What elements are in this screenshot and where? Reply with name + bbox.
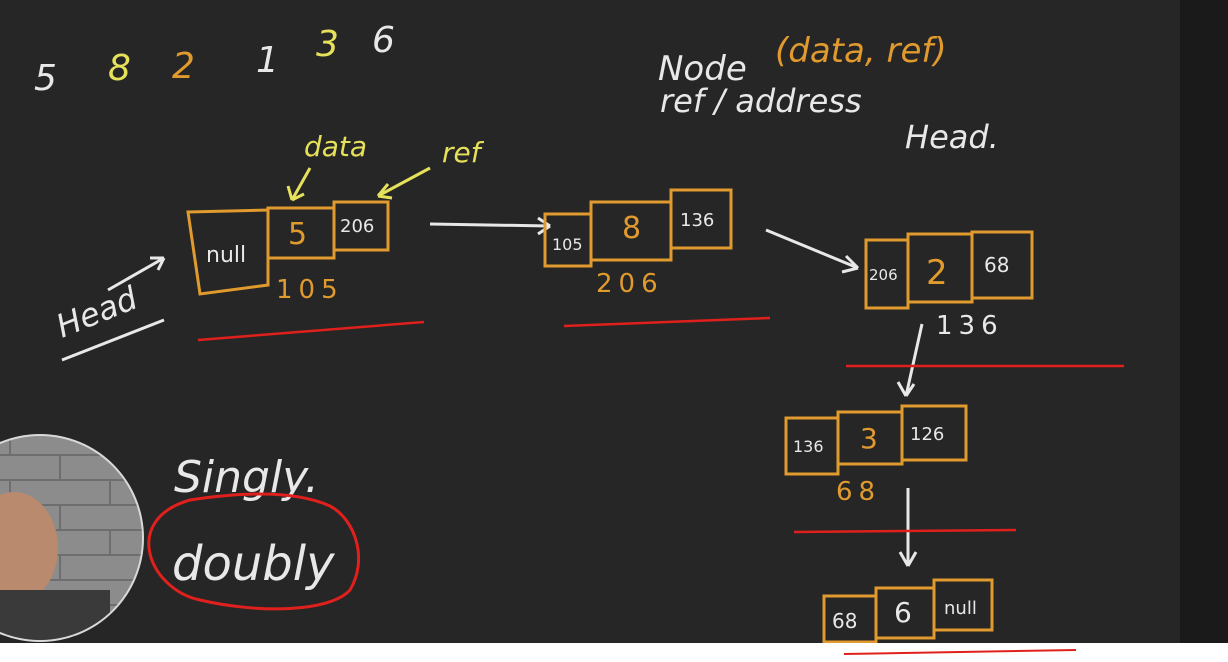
underline-node-2 — [563, 316, 771, 328]
node-2: 105 8 136 206 — [543, 188, 733, 299]
node-1: null 5 206 105 — [186, 200, 390, 305]
node-params: (data, ref) — [775, 31, 947, 71]
node-3-next-cell — [970, 230, 1034, 300]
node-2-next-cell — [669, 188, 733, 250]
node-5: 68 6 null — [822, 578, 994, 643]
node-3-address: 136 — [936, 311, 1004, 341]
head-underline — [61, 318, 165, 362]
data-arrow — [286, 167, 312, 202]
node-4-next-cell — [900, 404, 968, 462]
node-4-next: 126 — [910, 424, 944, 445]
red-underlines — [197, 316, 1124, 534]
node-1-next: 206 — [340, 216, 374, 237]
node-1-next-cell — [332, 200, 390, 252]
ref-address-note: ref / address — [660, 82, 862, 120]
top-number-1: 5 — [34, 58, 57, 99]
presenter-head — [0, 492, 58, 604]
chalkboard: 5 8 2 1 3 6 Node (data, ref) ref / addre… — [0, 0, 1180, 643]
head-note: Head. — [905, 118, 999, 156]
node-4-data: 3 — [860, 422, 878, 455]
top-number-list: 5 8 2 1 3 6 — [34, 20, 395, 99]
node-5-next: null — [944, 598, 977, 619]
top-number-4: 1 — [256, 40, 279, 81]
presenter-webcam — [0, 434, 144, 642]
right-edge-bar — [1180, 0, 1228, 643]
diagram-canvas: 5 8 2 1 3 6 Node (data, ref) ref / addre… — [0, 20, 1124, 643]
arrow-node1-node2 — [429, 216, 551, 236]
top-number-2: 8 — [108, 48, 131, 89]
node-1-address: 105 — [276, 275, 344, 305]
node-4: 136 3 126 68 — [784, 404, 968, 507]
head-label: Head — [51, 279, 143, 346]
node-5-data: 6 — [894, 596, 912, 629]
node-4-prev: 136 — [793, 437, 824, 456]
underline-node-5 — [843, 649, 1077, 655]
node-word: Node — [658, 49, 747, 89]
node-2-data: 8 — [622, 211, 641, 246]
doubly-circle — [147, 492, 361, 611]
ref-arrow — [376, 166, 431, 200]
ref-label: ref — [442, 136, 485, 169]
node-2-prev: 105 — [552, 235, 583, 254]
doubly-label: doubly — [172, 536, 335, 592]
node-1-prev: null — [206, 243, 246, 268]
node-1-prev-cell — [186, 208, 270, 296]
arrow-node4-node5 — [898, 488, 918, 567]
node-2-next: 136 — [680, 210, 714, 231]
node-3-next: 68 — [984, 253, 1009, 277]
underline-node-1 — [197, 320, 425, 342]
top-number-5: 3 — [316, 24, 339, 65]
node-3-prev: 206 — [869, 266, 898, 284]
presenter-shirt — [0, 590, 110, 640]
node-5-next-cell — [932, 578, 994, 632]
data-label: data — [304, 130, 367, 163]
top-number-6: 6 — [372, 20, 395, 61]
node-3-data: 2 — [926, 253, 948, 293]
node-1-data: 5 — [288, 217, 307, 252]
node-5-prev: 68 — [832, 609, 857, 633]
underline-node-4 — [793, 528, 1017, 534]
node-3: 206 2 68 136 — [864, 230, 1034, 341]
head-arrow — [107, 256, 166, 292]
arrow-node3-node4 — [896, 323, 924, 397]
bottom-strip — [0, 643, 1228, 655]
top-number-3: 2 — [172, 46, 195, 87]
node-4-address: 68 — [836, 477, 881, 507]
arrow-node2-node3 — [765, 228, 860, 274]
bottom-strip-canvas — [843, 649, 1077, 655]
node-2-address: 206 — [596, 269, 664, 299]
